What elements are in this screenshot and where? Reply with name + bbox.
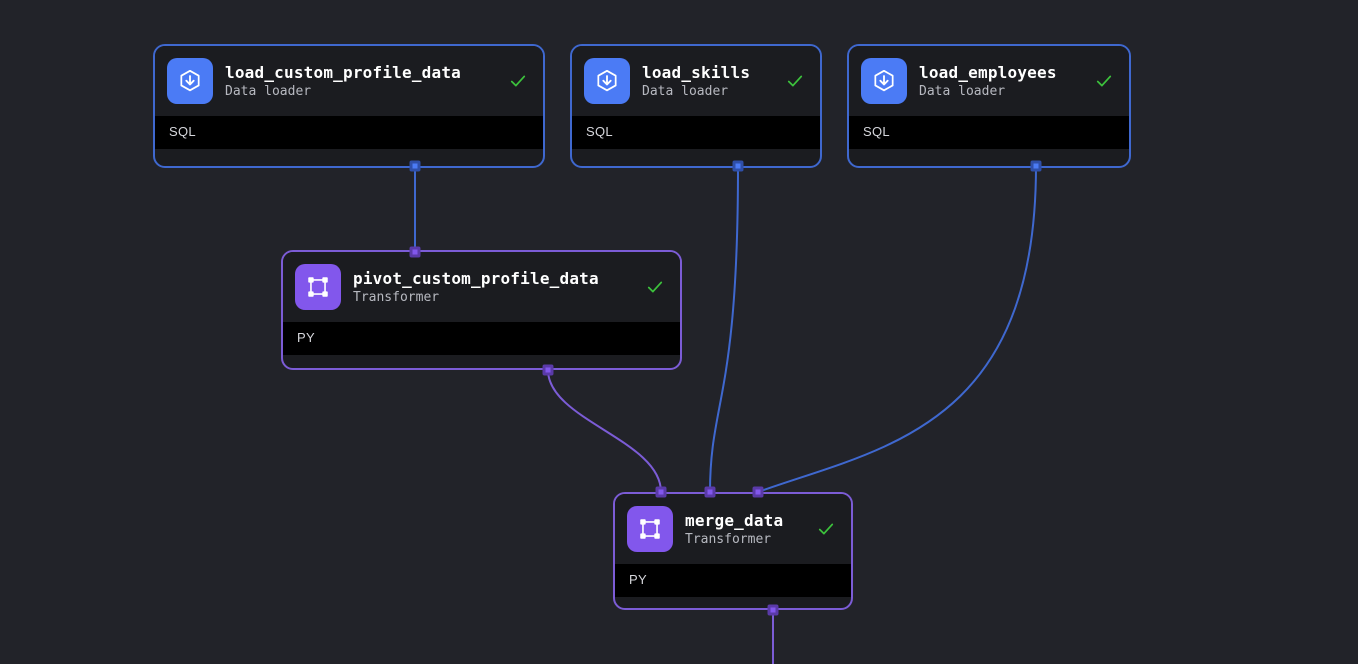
node-subtitle: Transformer — [685, 532, 772, 547]
node-subtitle: Data loader — [919, 84, 1006, 99]
node-subtitle: Data loader — [225, 84, 312, 99]
node-subtitle: Transformer — [353, 290, 440, 305]
node-title: load_custom_profile_data — [225, 63, 461, 82]
transform-handles-icon — [627, 506, 673, 552]
status-check-icon — [815, 518, 837, 540]
edge-pivot_custom_profile_data-to-merge_data[interactable] — [547, 369, 662, 493]
port-output-pivot_custom_profile_data[interactable] — [542, 364, 554, 376]
node-language-label: PY — [615, 564, 851, 597]
node-language-label: SQL — [849, 116, 1129, 149]
node-title: pivot_custom_profile_data — [353, 269, 599, 288]
node-title: load_skills — [642, 63, 751, 82]
edge-load_employees-to-merge_data[interactable] — [757, 165, 1037, 493]
port-input-merge_data[interactable] — [704, 486, 716, 498]
node-title: load_employees — [919, 63, 1057, 82]
status-check-icon — [644, 276, 666, 298]
port-output-load_skills[interactable] — [732, 160, 744, 172]
port-input-pivot_custom_profile_data[interactable] — [409, 246, 421, 258]
hexagon-download-icon — [861, 58, 907, 104]
hexagon-download-icon — [584, 58, 630, 104]
node-title: merge_data — [685, 511, 784, 530]
port-input-merge_data[interactable] — [752, 486, 764, 498]
status-check-icon — [507, 70, 529, 92]
port-output-load_custom_profile_data[interactable] — [409, 160, 421, 172]
port-output-load_employees[interactable] — [1030, 160, 1042, 172]
edge-load_skills-to-merge_data[interactable] — [709, 165, 739, 493]
node-language-label: SQL — [155, 116, 543, 149]
node-subtitle: Data loader — [642, 84, 729, 99]
status-check-icon — [784, 70, 806, 92]
transform-handles-icon — [295, 264, 341, 310]
port-output-merge_data[interactable] — [767, 604, 779, 616]
port-input-merge_data[interactable] — [655, 486, 667, 498]
node-language-label: PY — [283, 322, 680, 355]
status-check-icon — [1093, 70, 1115, 92]
hexagon-download-icon — [167, 58, 213, 104]
node-language-label: SQL — [572, 116, 820, 149]
